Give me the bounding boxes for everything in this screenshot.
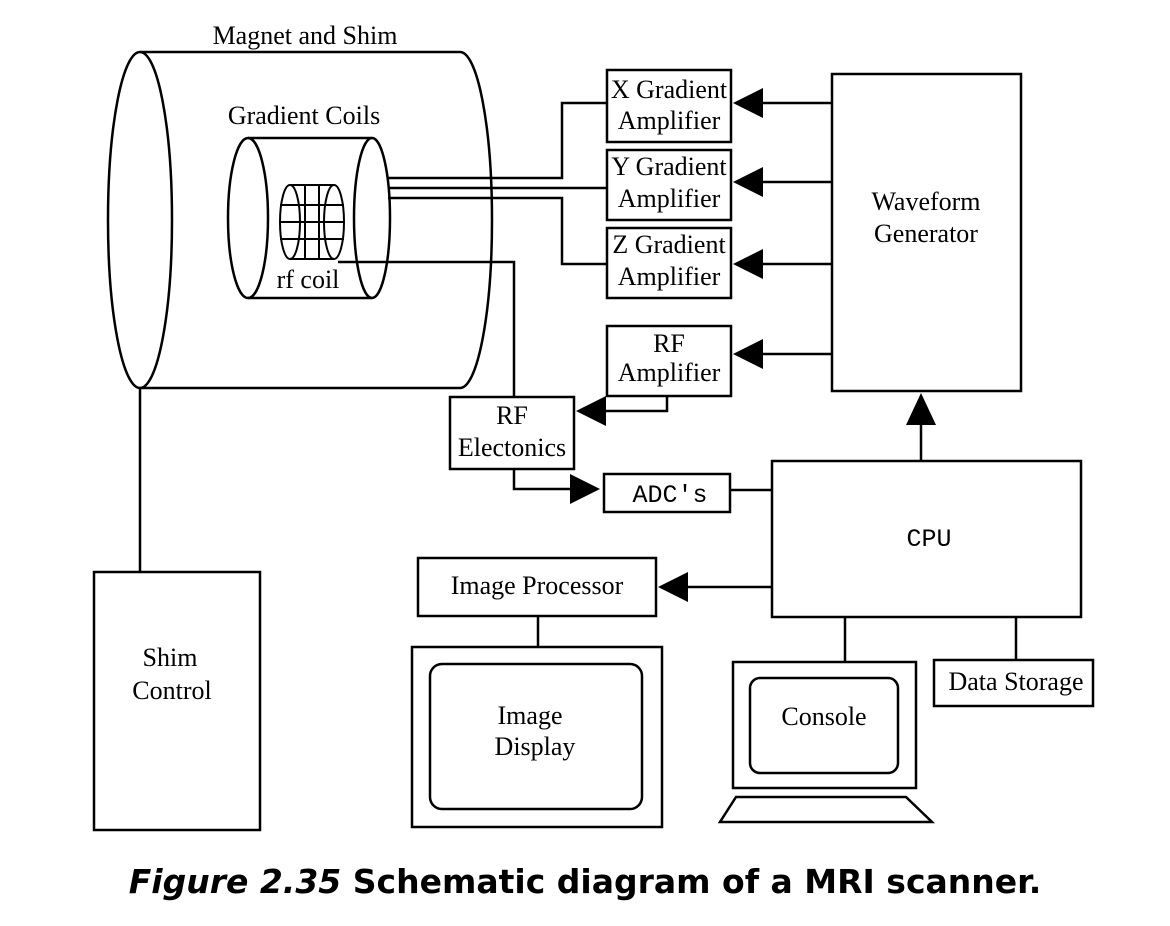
shim-control-label-1: Shim [143,643,198,672]
arrow-into-image-processor [658,572,688,602]
figure-caption-text: Schematic diagram of a MRI scanner. [352,862,1042,901]
x-gradient-amplifier-label-1: X Gradient [611,75,728,104]
cpu-label: CPU [906,525,951,554]
z-gradient-amplifier-box [605,226,733,300]
image-processor-box [416,556,658,618]
adcs-box [602,472,732,514]
console-label: Console [781,702,866,731]
rf-electronics-label-1: RF [496,401,528,430]
waveform-generator-label-2: Generator [874,219,978,248]
wire-electronics-to-adcs [512,469,575,491]
image-display-label-2: Display [495,732,576,761]
rf-amplifier-box [605,324,733,398]
y-gradient-amplifier-label-1: Y Gradient [611,152,727,181]
data-storage-label: Data Storage [948,667,1083,696]
z-gradient-amplifier-label-1: Z Gradient [612,230,726,259]
waveform-generator-label-1: Waveform [871,187,980,216]
x-gradient-amplifier-label-2: Amplifier [618,106,721,135]
wire-z-gradient [388,196,607,266]
y-gradient-amplifier-box [605,148,733,222]
rf-coil-label: rf coil [277,265,340,294]
console-screen [748,676,900,775]
image-processor-label: Image Processor [451,571,624,600]
arrow-into-waveform-generator [906,393,936,425]
adcs-label: ADC's [632,481,707,510]
arrow-into-z-amplifier [733,249,763,279]
image-display-screen [428,662,644,811]
gradient-coils-label: Gradient Coils [228,101,380,130]
rf-coil [279,184,345,260]
arrow-into-rf-amplifier [733,339,763,369]
rf-amplifier-label-2: Amplifier [618,358,721,387]
x-gradient-amplifier-box [605,68,733,144]
figure-caption: Figure 2.35 Schematic diagram of a MRI s… [0,862,1170,901]
waveform-generator-box [830,72,1023,393]
figure-number: Figure 2.35 [128,862,342,901]
y-gradient-amplifier-label-2: Amplifier [618,184,721,213]
console-keyboard [717,795,936,824]
rf-electronics-label-2: Electonics [458,433,566,462]
image-display-label-1: Image [498,701,563,730]
rf-electronics-box [448,395,576,471]
arrow-into-rf-electronics [576,396,606,426]
mri-scanner-diagram: Magnet and Shim Gradient Coils rf coil X… [92,21,1095,832]
arrow-into-x-amplifier [733,88,763,118]
wire-x-gradient [388,101,607,180]
cpu-box [770,459,1083,619]
magnet-and-shim-label: Magnet and Shim [213,21,398,50]
wire-rf-amp-to-electronics [604,396,669,413]
gradient-coil-cylinder [226,136,392,300]
wire-rf-coil [338,260,516,397]
arrow-into-y-amplifier [733,167,763,197]
arrow-into-adcs [570,474,600,504]
rf-amplifier-label-1: RF [653,329,685,358]
shim-control-label-2: Control [132,676,211,705]
data-storage-box [932,658,1095,708]
shim-control-box [92,570,262,832]
z-gradient-amplifier-label-2: Amplifier [618,262,721,291]
